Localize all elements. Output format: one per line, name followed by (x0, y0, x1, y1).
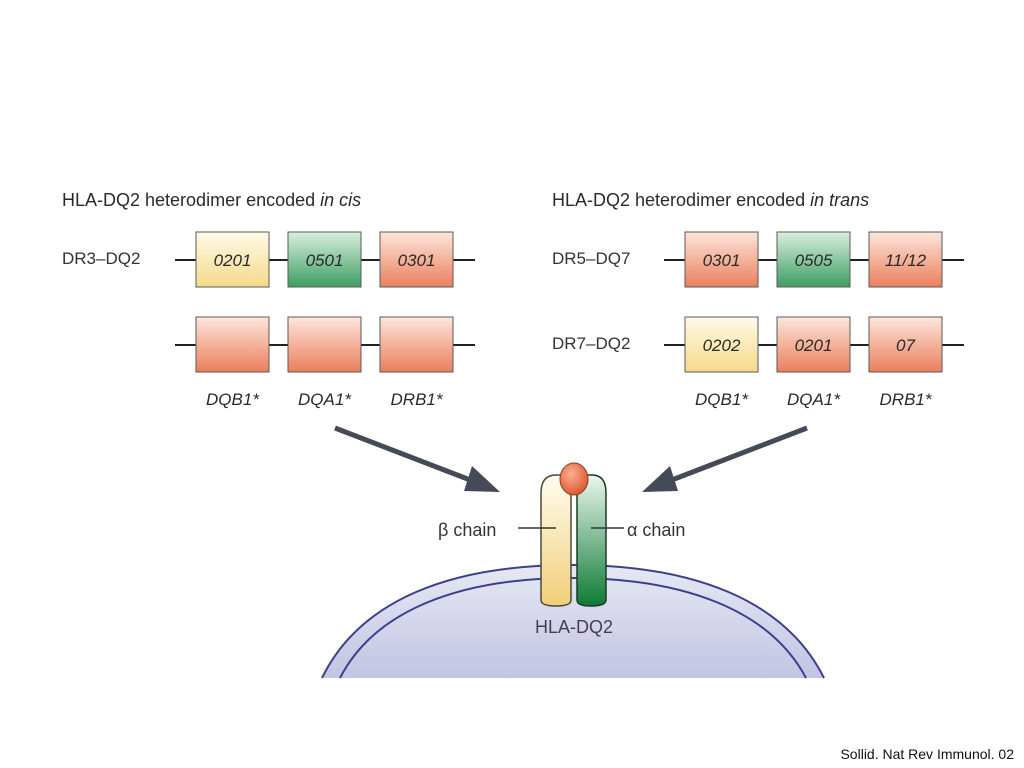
cis-arrow (334, 425, 500, 492)
hla-dq2-molecule (540, 462, 607, 607)
cis-row2-haplotype (175, 316, 475, 373)
trans-row2-allele1: 0202 (703, 336, 741, 355)
cis-row2-gene2-box (287, 316, 362, 373)
trans-row2-gene3-box (868, 316, 943, 373)
trans-heading: HLA-DQ2 heterodimer encoded in trans (552, 190, 869, 210)
hla-dq2-label: HLA-DQ2 (535, 617, 613, 637)
trans-row2-gene1-box (684, 316, 759, 373)
cis-row1-gene3-box (379, 231, 454, 288)
cell-body (322, 565, 824, 678)
peptide (559, 462, 589, 496)
cell (321, 563, 825, 679)
cis-gene-label-dqa1: DQA1* (298, 390, 352, 409)
trans-row1-haplotype: 0301 0505 11/12 (664, 231, 964, 288)
trans-gene-label-dqb1: DQB1* (695, 390, 749, 409)
cis-row1-allele1: 0201 (214, 251, 252, 270)
alpha-chain (576, 474, 607, 607)
cis-row2-gene1-box (195, 316, 270, 373)
trans-row1-allele3: 11/12 (885, 251, 927, 270)
cell-membrane-inner (339, 576, 807, 679)
alpha-chain-label: α chain (627, 520, 685, 540)
cell-membrane-outer (321, 563, 825, 679)
citation: Sollid. Nat Rev Immunol. 02 (840, 746, 1014, 762)
trans-row2-allele3: 07 (896, 336, 915, 355)
beta-chain-label: β chain (438, 520, 496, 540)
trans-row2-allele2: 0201 (795, 336, 833, 355)
cis-row1-allele2: 0501 (306, 251, 344, 270)
trans-row1-label: DR5–DQ7 (552, 249, 630, 268)
cis-row1-gene2-box (287, 231, 362, 288)
trans-row1-gene1-box (684, 231, 759, 288)
trans-gene-label-dqa1: DQA1* (787, 390, 841, 409)
trans-row1-allele2: 0505 (795, 251, 833, 270)
cis-heading: HLA-DQ2 heterodimer encoded in cis (62, 190, 361, 210)
trans-gene-label-drb1: DRB1* (880, 390, 933, 409)
cis-gene-label-drb1: DRB1* (391, 390, 444, 409)
trans-row2-gene2-box (776, 316, 851, 373)
trans-row1-allele1: 0301 (703, 251, 741, 270)
cis-row1-gene1-box (195, 231, 270, 288)
trans-row1-gene3-box (868, 231, 943, 288)
trans-arrow (642, 425, 808, 492)
trans-row1-gene2-box (776, 231, 851, 288)
beta-chain (540, 474, 572, 607)
cis-row1-label: DR3–DQ2 (62, 249, 140, 268)
cis-row1-haplotype: 0201 0501 0301 (175, 231, 475, 288)
cis-row1-allele3: 0301 (398, 251, 436, 270)
trans-row2-label: DR7–DQ2 (552, 334, 630, 353)
cis-row2-gene3-box (379, 316, 454, 373)
cis-gene-label-dqb1: DQB1* (206, 390, 260, 409)
trans-row2-haplotype: 0202 0201 07 (664, 316, 964, 373)
